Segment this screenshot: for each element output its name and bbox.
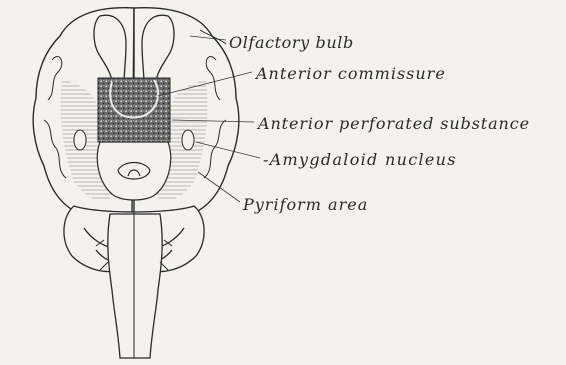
label-pyriform-area: Pyriform area [243,195,368,214]
anterior-perforated-substance [98,78,170,142]
label-anterior-commissure: Anterior commissure [256,64,446,83]
brainstem [108,214,162,358]
label-amygdaloid-nucleus: -Amygdaloid nucleus [263,150,457,169]
label-olfactory-bulb: Olfactory bulb [229,33,354,52]
label-anterior-perforated-substance: Anterior perforated substance [258,114,530,133]
